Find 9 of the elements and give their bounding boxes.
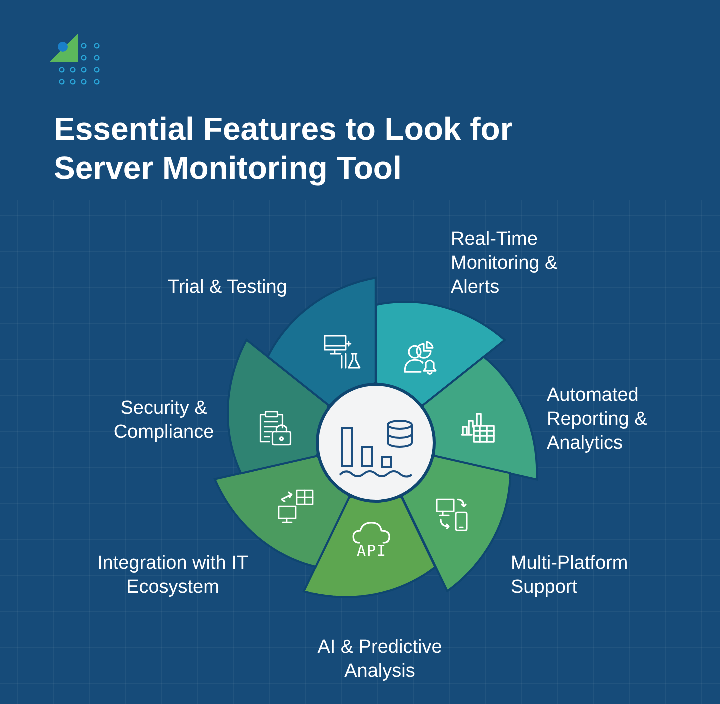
title: Essential Features to Look for Server Monitoring Tool <box>54 110 514 188</box>
feature-label: AI & Predictive Analysis <box>316 636 444 684</box>
feature-label: Security & Compliance <box>112 396 216 445</box>
feature-label: Real-Time Monitoring & Alerts <box>451 228 559 300</box>
icon-text: API <box>356 542 388 560</box>
feature-label: Multi-Platform Support <box>510 552 630 600</box>
feature-label: Integration with IT Ecosystem <box>96 552 250 600</box>
feature-label: Trial & Testing <box>168 276 288 300</box>
feature-label: Automated Reporting & Analytics <box>546 384 648 456</box>
